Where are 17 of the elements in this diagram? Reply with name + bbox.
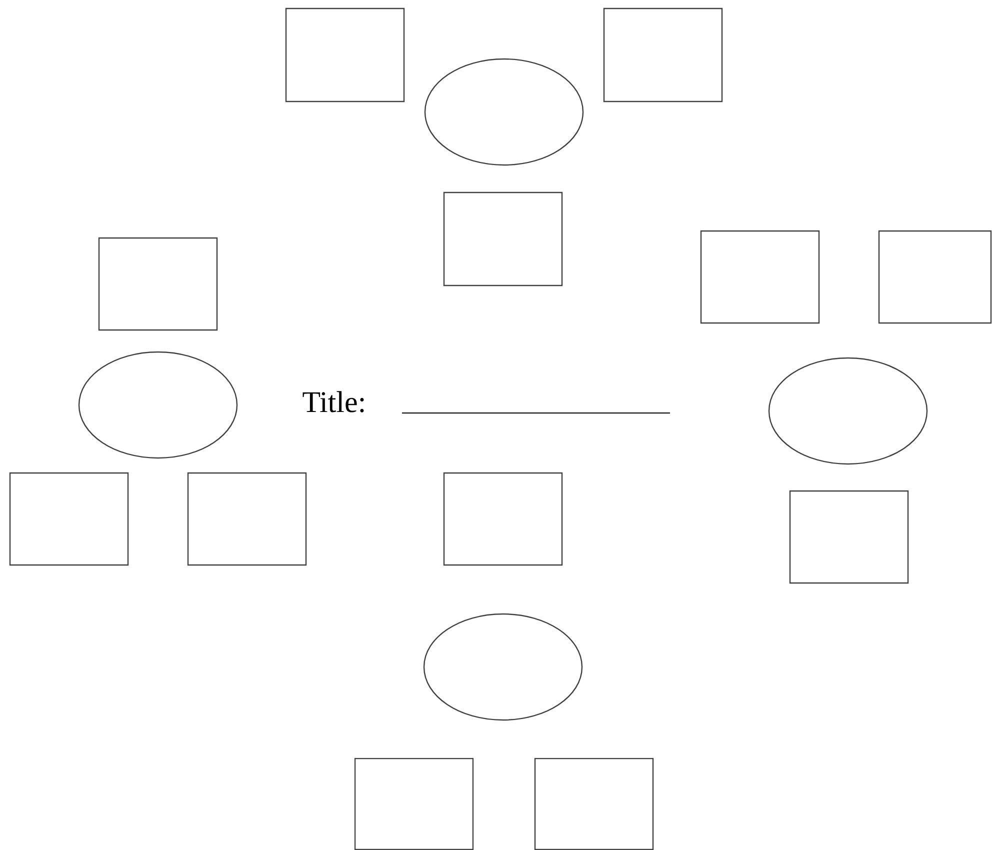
- empty-box: [443, 472, 563, 566]
- empty-ellipse: [423, 613, 583, 721]
- empty-ellipse: [78, 351, 238, 459]
- title: Title:: [302, 391, 364, 412]
- empty-box: [443, 192, 563, 286]
- empty-ellipse: [424, 58, 584, 166]
- empty-box: [534, 758, 654, 850]
- empty-box: [98, 237, 218, 331]
- empty-ellipse: [768, 357, 928, 465]
- empty-box: [285, 8, 405, 102]
- empty-box: [187, 472, 307, 566]
- empty-box: [878, 230, 992, 324]
- empty-box: [603, 8, 723, 102]
- empty-box: [789, 490, 909, 584]
- empty-box: [9, 472, 129, 566]
- empty-box: [700, 230, 820, 324]
- empty-box: [354, 758, 474, 850]
